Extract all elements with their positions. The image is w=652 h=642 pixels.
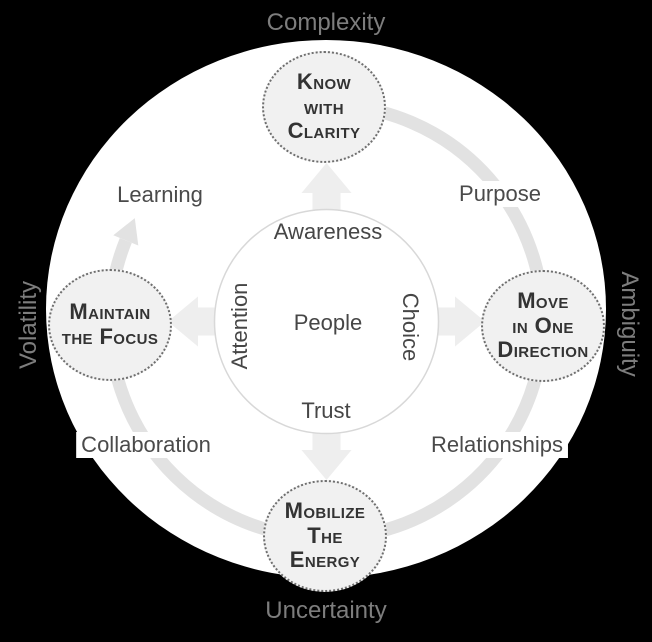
outer-label-complexity: Complexity bbox=[266, 9, 386, 36]
center-label-attention: Attention bbox=[227, 282, 252, 370]
node-text-line: the Focus bbox=[61, 324, 159, 349]
arrow-down-icon bbox=[301, 427, 352, 480]
node-text-line: Maintain bbox=[69, 299, 151, 325]
node-text-line: Energy bbox=[289, 547, 361, 573]
arrow-right-icon bbox=[432, 296, 485, 347]
node-text-line: Mobilize bbox=[284, 498, 366, 524]
quadrant-label-relationships: Relationships bbox=[425, 432, 569, 458]
quadrant-label-collaboration: Collaboration bbox=[76, 432, 216, 458]
node-maintain-the-focus: Maintain the Focus bbox=[48, 269, 172, 381]
outer-label-volatility: Volatility bbox=[15, 280, 42, 370]
center-cross-arrows bbox=[168, 163, 485, 480]
outer-label-uncertainty: Uncertainty bbox=[265, 597, 387, 624]
arrow-left-icon bbox=[168, 296, 221, 347]
node-mobilize-the-energy: Mobilize The Energy bbox=[263, 480, 387, 592]
cycle-ring-arrowhead-icon bbox=[113, 218, 139, 246]
node-text-line: with bbox=[304, 93, 344, 119]
quadrant-label-purpose: Purpose bbox=[454, 181, 546, 207]
node-text-line: The bbox=[307, 522, 343, 548]
center-label-people: People bbox=[293, 310, 363, 335]
node-text-line: Know bbox=[296, 69, 352, 95]
center-label-awareness: Awareness bbox=[273, 219, 383, 244]
node-move-in-one-direction: Move in One Direction bbox=[481, 270, 605, 382]
node-know-with-clarity: Know with Clarity bbox=[262, 51, 386, 163]
node-text-line: Clarity bbox=[287, 118, 361, 144]
node-text-line: Move bbox=[517, 288, 569, 314]
center-label-trust: Trust bbox=[301, 398, 351, 423]
outer-label-ambiguity: Ambiguity bbox=[616, 271, 643, 377]
cycle-ring-arc bbox=[103, 98, 550, 545]
center-label-choice: Choice bbox=[398, 292, 423, 362]
center-circle bbox=[213, 208, 440, 435]
quadrant-label-learning: Learning bbox=[112, 182, 208, 208]
arrow-up-icon bbox=[301, 163, 352, 216]
node-text-line: Direction bbox=[497, 337, 589, 363]
node-text-line: in One bbox=[512, 312, 574, 338]
